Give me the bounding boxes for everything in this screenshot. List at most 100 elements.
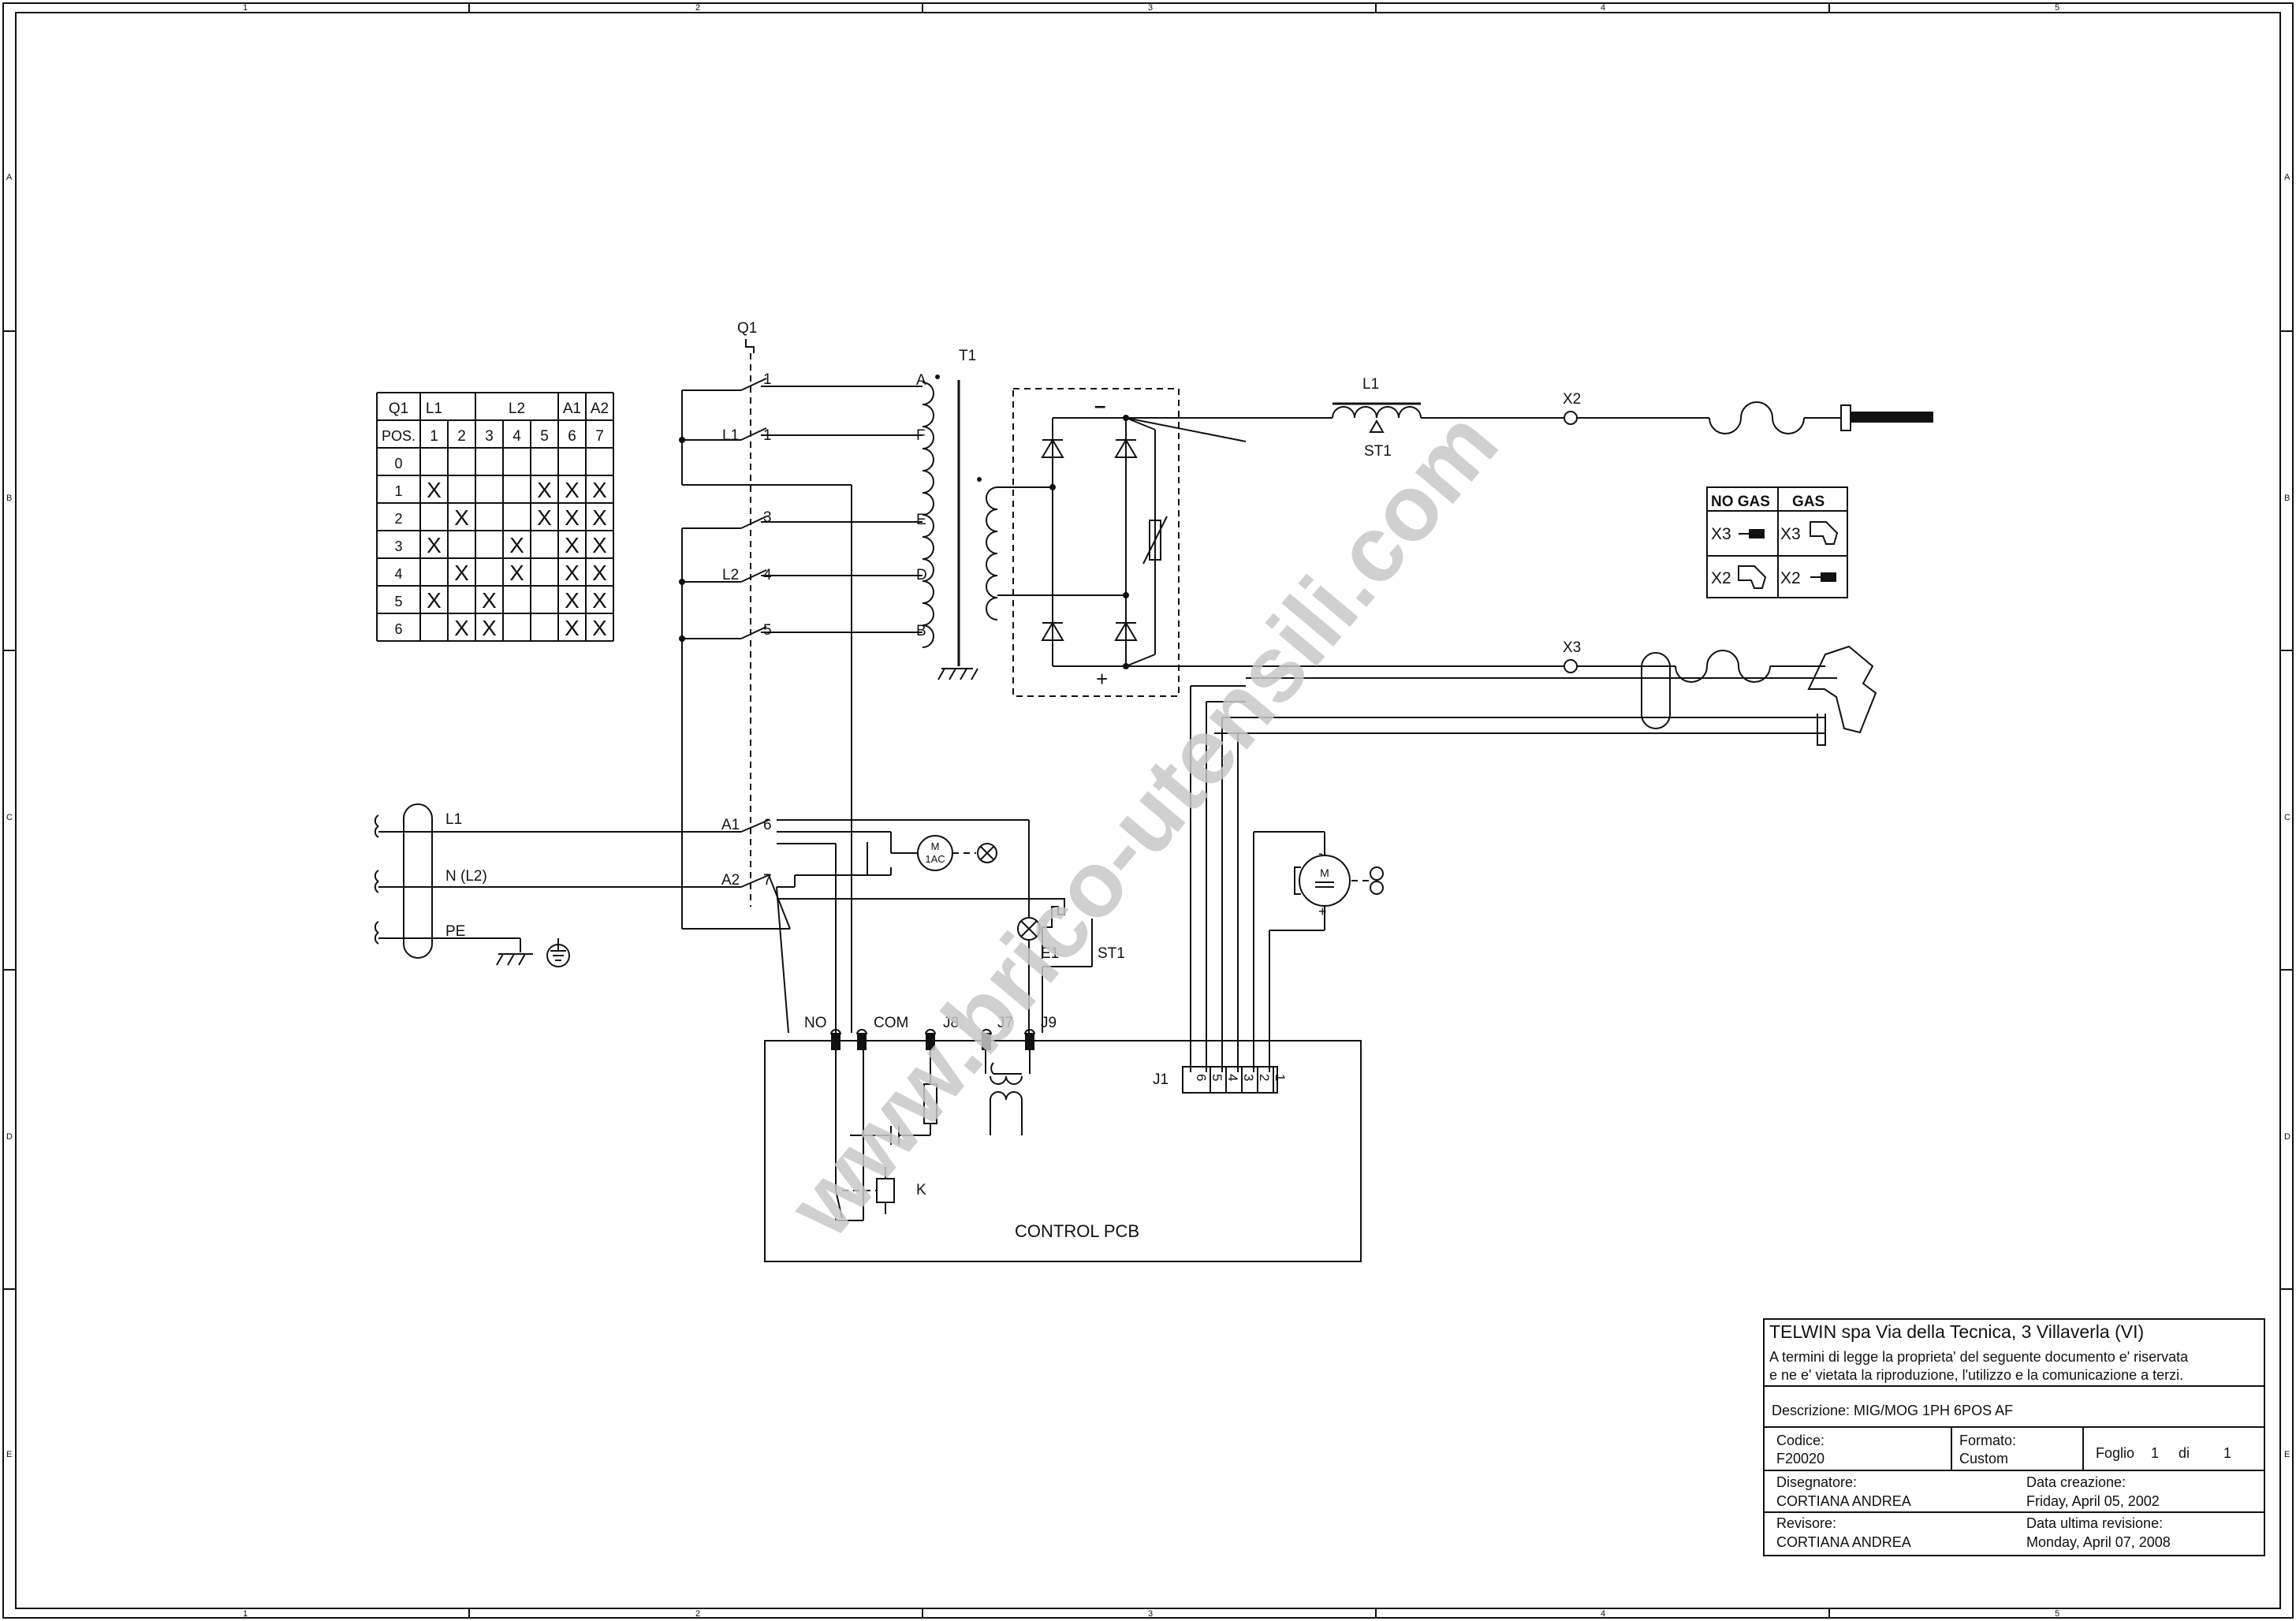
st1-top-label: ST1 [1364, 443, 1392, 460]
table-group-label: A2 [591, 401, 609, 417]
frame-col-2: 2 [695, 3, 700, 13]
control-pcb-label: CONTROL PCB [1015, 1221, 1139, 1241]
relay-k-label: K [916, 1182, 926, 1198]
table-position: 3 [394, 538, 402, 554]
table-mark: X [427, 533, 442, 557]
table-position: 2 [394, 511, 402, 527]
table-mark: X [427, 478, 442, 502]
table-corner-label: Q1 [389, 401, 408, 417]
welding-torch [1807, 645, 1877, 734]
gas-table-header-nogas: NO GAS [1711, 494, 1770, 510]
frame-col-5-bottom: 5 [2055, 1609, 2059, 1619]
table-contact-header: 3 [485, 428, 494, 445]
thermostat-st1-top [1369, 419, 1385, 433]
table-position: 6 [394, 621, 402, 637]
frame-row-e-right: E [2284, 1450, 2290, 1459]
connector-j7 [981, 1029, 992, 1050]
connector-no-label: NO [804, 1015, 827, 1031]
table-mark: X [482, 616, 497, 640]
title-disegnatore: CORTIANA ANDREA [1776, 1493, 1911, 1509]
table-mark: X [565, 478, 580, 502]
connector-com-label: COM [874, 1015, 908, 1031]
table-mark: X [565, 533, 580, 557]
input-n-label: N (L2) [445, 868, 487, 885]
switch-contact-6: 6 [763, 817, 772, 833]
pe-ground-symbol [496, 953, 533, 966]
wire-feed-motor: M - + [1253, 831, 1384, 1072]
inductor-l1-label: L1 [1362, 376, 1379, 393]
gas-table-cell: X2 [1780, 569, 1801, 587]
table-group-label: L1 [426, 401, 442, 417]
rectifier-minus: – [1094, 393, 1105, 417]
rotary-switch-q1: Q1 1 L1 1 3 L2 4 5 6 7 A1 A2 [679, 320, 922, 1033]
tap-b-label: B [916, 623, 926, 639]
table-mark: X [565, 505, 580, 530]
table-mark: X [592, 561, 607, 585]
title-legal-line-2: e ne e' vietata la riproduzione, l'utili… [1769, 1367, 2183, 1383]
table-group-label: L2 [509, 401, 525, 417]
auxiliary-circuit: M 1AC E1 ST1 [776, 819, 1125, 1034]
table-contact-header: 7 [595, 428, 604, 445]
wire-motor-plus: + [1318, 904, 1327, 919]
thermostat-st1 [1029, 898, 1065, 959]
table-pos-header: POS. [382, 428, 416, 444]
connector-com [856, 1029, 867, 1050]
output-stage: L1 ST1 X2 [1125, 376, 1933, 460]
connector-x3 [1564, 659, 1578, 673]
frame-row-c: C [6, 813, 13, 822]
gas-config-table: NO GAS GAS X3 X3 X2 X2 [1706, 486, 1848, 598]
connector-x3-label: X3 [1563, 639, 1581, 656]
connector-j9-label: J9 [1041, 1015, 1057, 1031]
title-di: 1 [2223, 1445, 2231, 1461]
title-di-label: di [2179, 1445, 2190, 1461]
j1-pin-label: 5 [1210, 1074, 1224, 1081]
wire-spool-icon [1370, 866, 1384, 895]
table-contact-header: 5 [540, 428, 549, 445]
switch-q1-label: Q1 [737, 320, 757, 337]
table-mark: X [565, 616, 580, 640]
table-mark: X [565, 561, 580, 585]
control-pcb-outline [764, 1040, 1362, 1262]
switch-l2-label: L2 [722, 567, 739, 583]
table-position: 0 [394, 456, 402, 471]
cable-coil-torch [1675, 650, 1771, 683]
gas-table-cell: X2 [1711, 569, 1731, 587]
tap-f-label: F [916, 427, 926, 444]
table-mark: X [592, 505, 607, 530]
fan-icon [977, 843, 997, 863]
frame-col-4-bottom: 4 [1601, 1609, 1605, 1619]
connector-x2-label: X2 [1563, 391, 1581, 408]
title-legal-line-1: A termini di legge la proprieta' del seg… [1769, 1349, 2189, 1365]
diode-2 [1114, 438, 1138, 458]
frame-row-a: A [6, 173, 13, 182]
frame-row-b: B [6, 494, 12, 503]
frame-col-3: 3 [1148, 3, 1153, 13]
lamp-e1-label: E1 [1041, 945, 1059, 962]
table-contact-header: 4 [512, 428, 521, 445]
ground-clamp [1851, 412, 1933, 423]
title-data-revisione: Monday, April 07, 2008 [2026, 1534, 2171, 1550]
title-foglio-label: Foglio [2096, 1445, 2134, 1461]
title-company: TELWIN spa Via della Tecnica, 3 Villaver… [1769, 1321, 2144, 1342]
connector-j7-label: J7 [997, 1015, 1013, 1031]
frame-row-d-right: D [2284, 1132, 2290, 1142]
table-mark: X [454, 505, 469, 530]
transformer-ground [937, 668, 978, 680]
tap-d-label: D [916, 567, 927, 583]
title-foglio: 1 [2151, 1445, 2159, 1461]
clamp-icon [1810, 572, 1836, 582]
transformer-t1-label: T1 [959, 348, 976, 364]
table-contact-header: 1 [430, 428, 438, 445]
switch-q1-actuator [745, 339, 755, 353]
rectifier-bridge: – + [1012, 388, 1180, 697]
transformer-primary-coil [922, 382, 934, 648]
table-position: 4 [394, 566, 402, 582]
diode-4 [1114, 621, 1138, 641]
connector-j8-label: J8 [943, 1015, 959, 1031]
control-pcb: CONTROL PCB NO COM J8 J7 J9 K [764, 1015, 1362, 1262]
switch-l1-label: L1 [722, 427, 739, 444]
title-data-creazione-label: Data creazione: [2026, 1474, 2126, 1490]
frame-row-d: D [6, 1132, 13, 1142]
torch-icon [1738, 565, 1767, 589]
